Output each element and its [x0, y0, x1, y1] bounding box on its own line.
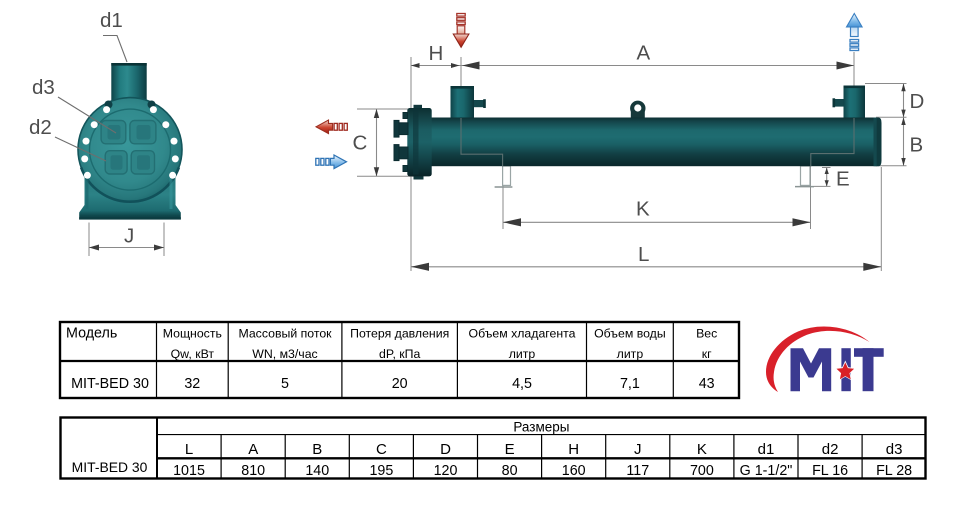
- svg-text:d3: d3: [886, 441, 903, 458]
- svg-text:кг: кг: [702, 347, 712, 361]
- svg-text:G 1-1/2": G 1-1/2": [740, 463, 793, 479]
- svg-text:117: 117: [626, 463, 649, 479]
- svg-text:литр: литр: [617, 347, 644, 361]
- svg-text:d2: d2: [29, 116, 52, 139]
- svg-text:L: L: [638, 243, 649, 266]
- svg-text:120: 120: [434, 463, 458, 479]
- svg-text:700: 700: [690, 463, 714, 479]
- svg-text:FL 28: FL 28: [876, 463, 912, 479]
- svg-text:d1: d1: [758, 441, 775, 458]
- svg-text:20: 20: [392, 376, 408, 392]
- svg-text:H: H: [568, 441, 579, 458]
- svg-text:810: 810: [241, 463, 265, 479]
- svg-text:Размеры: Размеры: [513, 420, 569, 435]
- svg-text:32: 32: [184, 376, 200, 392]
- svg-text:MIT-BED 30: MIT-BED 30: [71, 376, 149, 392]
- svg-text:J: J: [124, 225, 134, 248]
- svg-text:H: H: [429, 42, 444, 65]
- svg-text:Массовый поток: Массовый поток: [238, 327, 332, 341]
- svg-text:C: C: [353, 132, 368, 155]
- svg-text:d3: d3: [32, 76, 55, 99]
- svg-text:195: 195: [369, 463, 393, 479]
- svg-text:1015: 1015: [173, 463, 205, 479]
- svg-text:4,5: 4,5: [512, 376, 532, 392]
- svg-text:J: J: [634, 441, 642, 458]
- svg-text:Мощность: Мощность: [163, 327, 222, 341]
- svg-text:K: K: [697, 441, 707, 458]
- svg-text:MIT-BED 30: MIT-BED 30: [72, 459, 148, 475]
- svg-text:D: D: [910, 90, 925, 113]
- svg-text:E: E: [505, 441, 515, 458]
- svg-text:160: 160: [562, 463, 586, 479]
- svg-text:литр: литр: [509, 347, 536, 361]
- svg-text:d2: d2: [822, 441, 839, 458]
- svg-text:Qw, кВт: Qw, кВт: [171, 347, 215, 361]
- svg-text:WN, м3/час: WN, м3/час: [252, 347, 317, 361]
- svg-text:Объем воды: Объем воды: [594, 327, 666, 341]
- svg-text:5: 5: [281, 376, 289, 392]
- svg-text:B: B: [910, 134, 924, 157]
- svg-text:Потеря давления: Потеря давления: [350, 327, 449, 341]
- svg-text:A: A: [637, 42, 651, 65]
- svg-text:FL 16: FL 16: [812, 463, 848, 479]
- svg-text:E: E: [836, 168, 850, 191]
- svg-text:A: A: [248, 441, 258, 458]
- svg-text:140: 140: [305, 463, 329, 479]
- svg-text:43: 43: [699, 376, 715, 392]
- svg-text:Модель: Модель: [66, 326, 117, 342]
- svg-text:L: L: [185, 441, 193, 458]
- svg-text:7,1: 7,1: [620, 376, 640, 392]
- svg-text:D: D: [440, 441, 451, 458]
- svg-text:dP, кПа: dP, кПа: [379, 347, 421, 361]
- svg-text:d1: d1: [100, 9, 123, 32]
- svg-text:80: 80: [502, 463, 518, 479]
- svg-text:K: K: [636, 198, 650, 221]
- svg-text:Вес: Вес: [696, 327, 717, 341]
- svg-text:Объем хладагента: Объем хладагента: [469, 327, 576, 341]
- svg-text:C: C: [376, 441, 387, 458]
- svg-text:B: B: [312, 441, 322, 458]
